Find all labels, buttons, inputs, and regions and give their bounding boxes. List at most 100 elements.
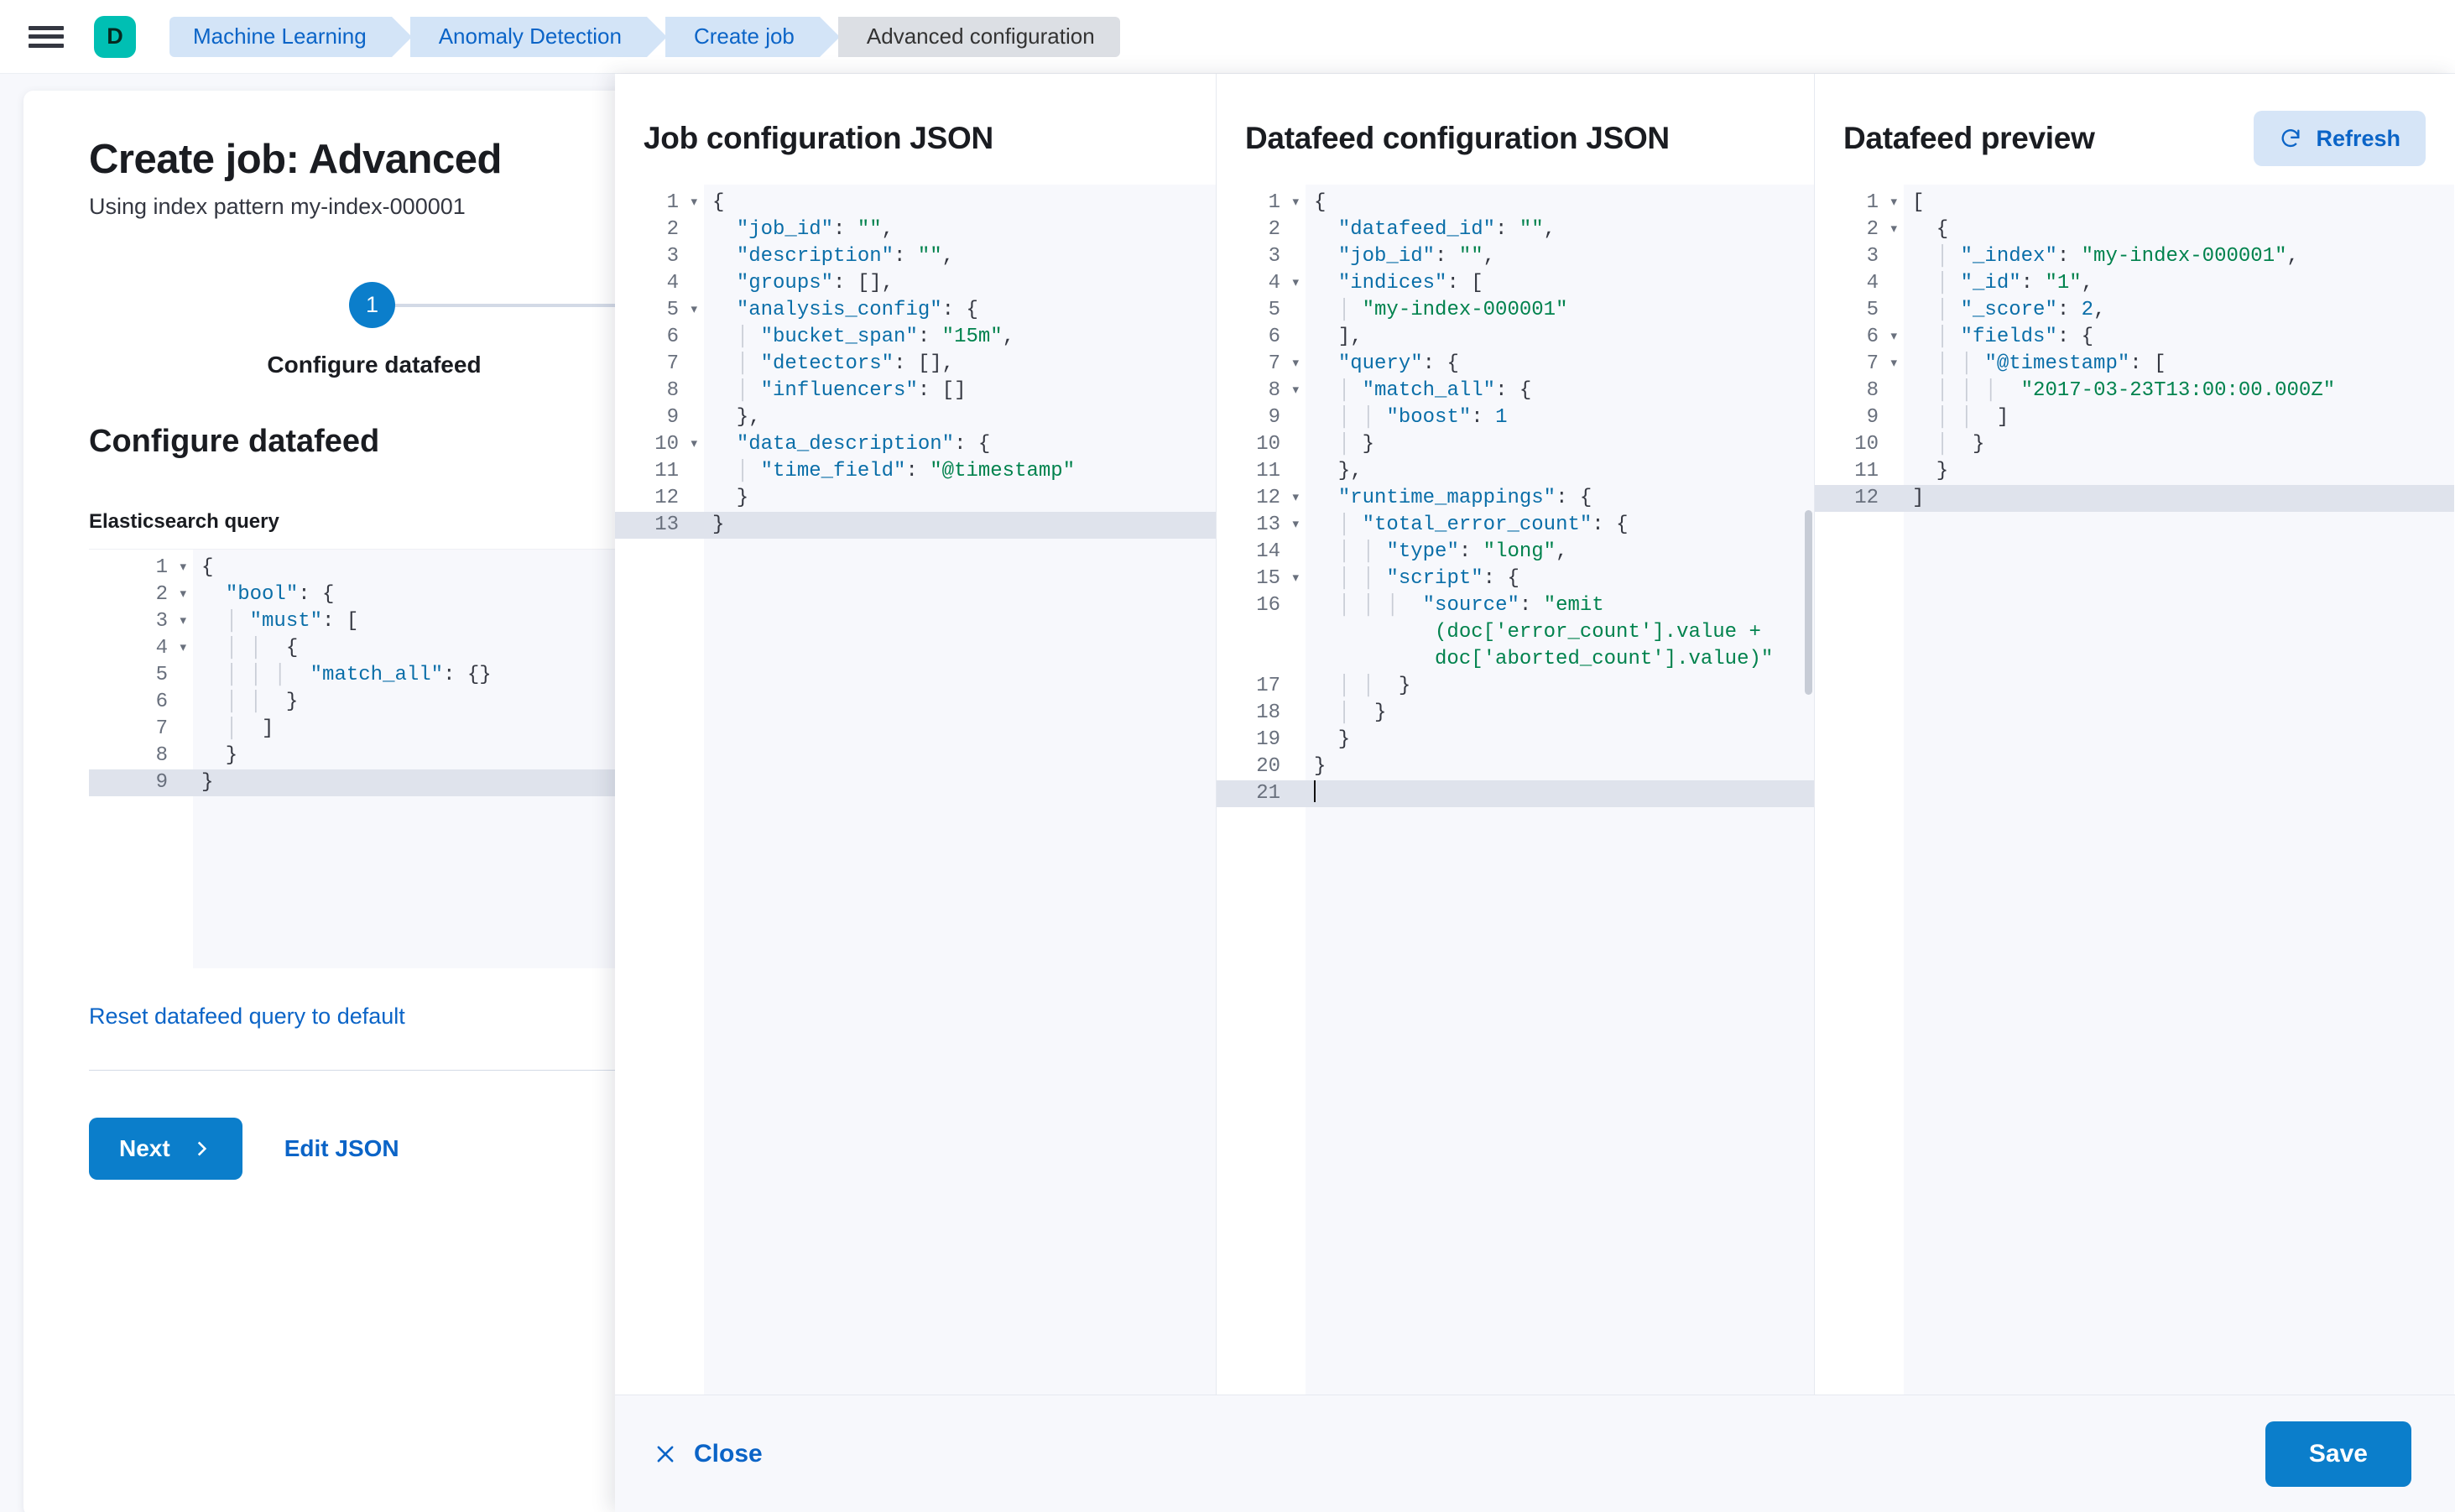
hamburger-menu-icon[interactable]	[29, 23, 64, 51]
editor-code-line: ]	[1904, 485, 2454, 512]
editor-code-line: │ }	[1306, 700, 1814, 727]
code-token: ]	[1973, 406, 2009, 429]
breadcrumb-item-1[interactable]: Anomaly Detection	[409, 16, 668, 57]
editor-code-line: }	[1904, 458, 2454, 485]
hamburger-bar	[29, 34, 64, 39]
code-token: │	[1936, 406, 1949, 429]
editor-line-number[interactable]: 1	[1815, 190, 1904, 216]
editor-line-number[interactable]: 3	[89, 608, 193, 635]
editor-code-line: │ "time_field": "@timestamp"	[704, 458, 1216, 485]
editor-line-number: 8	[666, 379, 679, 402]
editor-line-number: 4	[1866, 272, 1879, 295]
code-token	[1374, 406, 1386, 429]
code-token: "analysis_config"	[736, 299, 942, 321]
code-token	[1350, 675, 1362, 697]
save-button[interactable]: Save	[2265, 1421, 2411, 1487]
advanced-configuration-flyout: Job configuration JSON 12345678910111213…	[615, 74, 2455, 1512]
deployment-logo-badge[interactable]: D	[94, 15, 136, 58]
editor-code-line: │ │ "script": {	[1306, 566, 1814, 592]
editor-code-area[interactable]: { "datafeed_id": "", "job_id": "", "indi…	[1306, 185, 1814, 1395]
code-token: : {}	[443, 664, 492, 686]
editor-code-line: "bool": {	[193, 581, 1129, 608]
reset-datafeed-query-link[interactable]: Reset datafeed query to default	[89, 1004, 405, 1029]
code-token: │	[1362, 675, 1375, 697]
editor-line-number[interactable]: 7	[1815, 351, 1904, 378]
code-token: {	[1912, 218, 1949, 241]
next-button[interactable]: Next	[89, 1118, 242, 1180]
code-token: "groups"	[736, 272, 834, 295]
editor-line-number[interactable]: 7	[1217, 351, 1306, 378]
code-token: :	[905, 460, 930, 482]
editor-line-number[interactable]: 1	[89, 555, 193, 581]
editor-line-number[interactable]: 5	[615, 297, 704, 324]
code-token	[1314, 406, 1338, 429]
refresh-icon	[2282, 129, 2300, 148]
code-token: :	[894, 245, 918, 268]
editor-code-line: }	[1306, 727, 1814, 753]
editor-line-number[interactable]: 1	[1217, 190, 1306, 216]
code-token	[1314, 299, 1338, 321]
edit-json-button[interactable]: Edit JSON	[284, 1135, 399, 1161]
editor-line-number[interactable]: 2	[89, 581, 193, 608]
editor-line-number: 14	[1256, 540, 1280, 563]
breadcrumb-item-3[interactable]: Advanced configuration	[837, 16, 1120, 57]
editor-line-number[interactable]: 1	[615, 190, 704, 216]
code-token: : {	[1422, 352, 1459, 375]
code-token	[201, 691, 226, 713]
section-title: Configure datafeed	[89, 424, 380, 459]
code-token: │	[1362, 594, 1375, 617]
editor-code-area[interactable]: [ { │ "_index": "my-index-000001", │ "_i…	[1904, 185, 2454, 1395]
editor-line-number[interactable]: 15	[1217, 566, 1306, 592]
editor-line-number: 8	[1866, 379, 1879, 402]
code-token: }	[712, 514, 725, 536]
editor-line-number[interactable]: 4	[89, 635, 193, 662]
editor-line-number[interactable]: 4	[1217, 270, 1306, 297]
breadcrumb-item-2[interactable]: Create job	[665, 16, 840, 57]
close-button[interactable]: Close	[654, 1440, 763, 1468]
code-token: }	[262, 691, 299, 713]
editor-line-number: 10	[1854, 433, 1879, 456]
code-token	[1314, 352, 1338, 375]
code-token	[1350, 567, 1362, 590]
editor-code-area[interactable]: { "job_id": "", "description": "", "grou…	[704, 185, 1216, 1395]
code-token	[1350, 379, 1362, 402]
code-token: ,	[1002, 326, 1015, 348]
editor-code-line: │ │ │ "source": "emit (doc['error_count'…	[1306, 592, 1814, 673]
editor-code-line: "job_id": "",	[704, 216, 1216, 243]
editor-line-number[interactable]: 13	[1217, 512, 1306, 539]
code-token: "bool"	[225, 583, 299, 606]
editor-line-number[interactable]: 8	[1217, 378, 1306, 404]
code-token: "runtime_mappings"	[1337, 487, 1556, 509]
breadcrumb-item-0[interactable]: Machine Learning	[169, 16, 412, 57]
editor-code-line: │ "_id": "1",	[1904, 270, 2454, 297]
code-token: "job_id"	[1337, 245, 1436, 268]
code-token: │	[1337, 567, 1351, 590]
step-indicator-1[interactable]: 1	[349, 282, 395, 328]
code-token: │	[249, 664, 263, 686]
editor-line-number[interactable]: 6	[1815, 324, 1904, 351]
editor-code-line: "analysis_config": {	[704, 297, 1216, 324]
editor-line-number: 3	[1866, 245, 1879, 268]
refresh-button[interactable]: Refresh	[2254, 111, 2426, 166]
editor-line-number: 11	[1854, 460, 1879, 482]
code-token: │	[1337, 594, 1351, 617]
editor-code-line: }	[1306, 753, 1814, 780]
code-token: ]	[237, 717, 274, 740]
editor-vertical-scrollbar[interactable]	[1805, 510, 1812, 695]
code-token: ,	[1483, 245, 1496, 268]
code-token	[1912, 406, 1936, 429]
editor-line-number[interactable]: 12	[1217, 485, 1306, 512]
code-token	[1314, 514, 1338, 536]
code-token: ""	[1458, 245, 1483, 268]
code-token	[1374, 540, 1386, 563]
elasticsearch-query-label: Elasticsearch query	[89, 510, 279, 533]
job-configuration-json-editor[interactable]: 12345678910111213 { "job_id": "", "descr…	[615, 185, 1216, 1395]
code-token	[1350, 540, 1362, 563]
datafeed-configuration-json-editor[interactable]: 123456789101112131415161718192021 { "dat…	[1217, 185, 1814, 1395]
editor-line-number[interactable]: 2	[1815, 216, 1904, 243]
code-token: │	[1936, 245, 1949, 268]
datafeed-preview-json-editor[interactable]: 123456789101112 [ { │ "_index": "my-inde…	[1815, 185, 2454, 1395]
editor-line-number[interactable]: 10	[615, 431, 704, 458]
code-token: "long"	[1483, 540, 1556, 563]
